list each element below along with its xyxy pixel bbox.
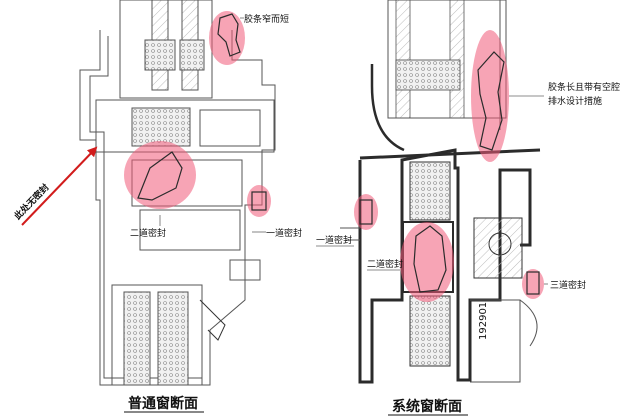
right-upper-glass xyxy=(395,0,411,119)
left-outer-frame xyxy=(79,30,276,386)
label-left-first-seal: 一道密封 xyxy=(266,227,302,239)
left-bottom-glass-2 xyxy=(157,291,189,386)
left-sill-detail xyxy=(229,259,261,281)
left-bottom-gasket xyxy=(199,299,226,341)
right-upper-glass-2 xyxy=(449,0,465,119)
left-second-seal-highlight xyxy=(124,141,196,209)
left-bottom-sash xyxy=(111,284,203,386)
left-transom-chamber-2 xyxy=(199,109,261,147)
left-first-seal-highlight xyxy=(247,185,271,217)
caption-ordinary-window: 普通窗断面 xyxy=(128,395,198,412)
left-top-spacer xyxy=(144,39,176,71)
caption-system-window: 系统窗断面 xyxy=(392,398,462,415)
part-number: 192901 xyxy=(478,302,489,340)
right-second-seal-highlight xyxy=(400,222,454,302)
right-left-ledge xyxy=(340,227,360,241)
label-left-second-seal: 二道密封 xyxy=(130,227,166,239)
right-long-gasket-highlight xyxy=(471,30,509,162)
right-insulation-core-2 xyxy=(409,295,451,367)
right-curved-arm xyxy=(370,64,405,152)
label-long-gasket-line1: 胶条长且带有空腔 xyxy=(548,81,620,93)
right-insulation-core xyxy=(409,161,451,221)
right-lower-profile xyxy=(470,299,521,383)
right-frame-top-bar xyxy=(359,148,541,160)
system-window-section xyxy=(340,0,541,384)
ordinary-window-section xyxy=(79,0,276,386)
right-hardware-block xyxy=(473,217,523,279)
label-right-third-seal: 三道密封 xyxy=(550,279,586,291)
left-frame-inner-line xyxy=(89,36,202,379)
right-hardware-screw xyxy=(488,232,512,256)
label-right-first-seal: 一道密封 xyxy=(316,234,352,246)
right-first-seal-shape xyxy=(359,199,373,225)
right-upper-sash xyxy=(387,0,507,119)
left-first-seal-shape xyxy=(251,191,267,211)
right-second-seal-shape xyxy=(413,225,447,293)
left-lower-chamber-2 xyxy=(139,209,241,251)
right-upper-spacer xyxy=(395,59,461,91)
right-long-gasket-shape xyxy=(477,51,505,151)
right-drain-curve xyxy=(519,299,538,347)
left-transom-chamber xyxy=(131,107,191,147)
label-right-second-seal: 二道密封 xyxy=(367,258,403,270)
label-long-gasket-line2: 排水设计措施 xyxy=(548,95,602,107)
no-seal-arrow xyxy=(21,146,98,226)
left-gasket-shape xyxy=(217,13,241,57)
label-short-gasket: 胶条窄而短 xyxy=(244,13,289,25)
right-first-seal-highlight xyxy=(354,194,378,230)
left-short-gasket-highlight xyxy=(209,11,245,65)
right-third-seal-shape xyxy=(526,271,540,295)
left-top-spacer-2 xyxy=(179,39,205,71)
right-main-frame xyxy=(358,148,532,384)
left-highlights xyxy=(124,11,271,217)
left-bottom-glass xyxy=(123,291,151,386)
left-seal-gasket-shape xyxy=(137,151,183,201)
